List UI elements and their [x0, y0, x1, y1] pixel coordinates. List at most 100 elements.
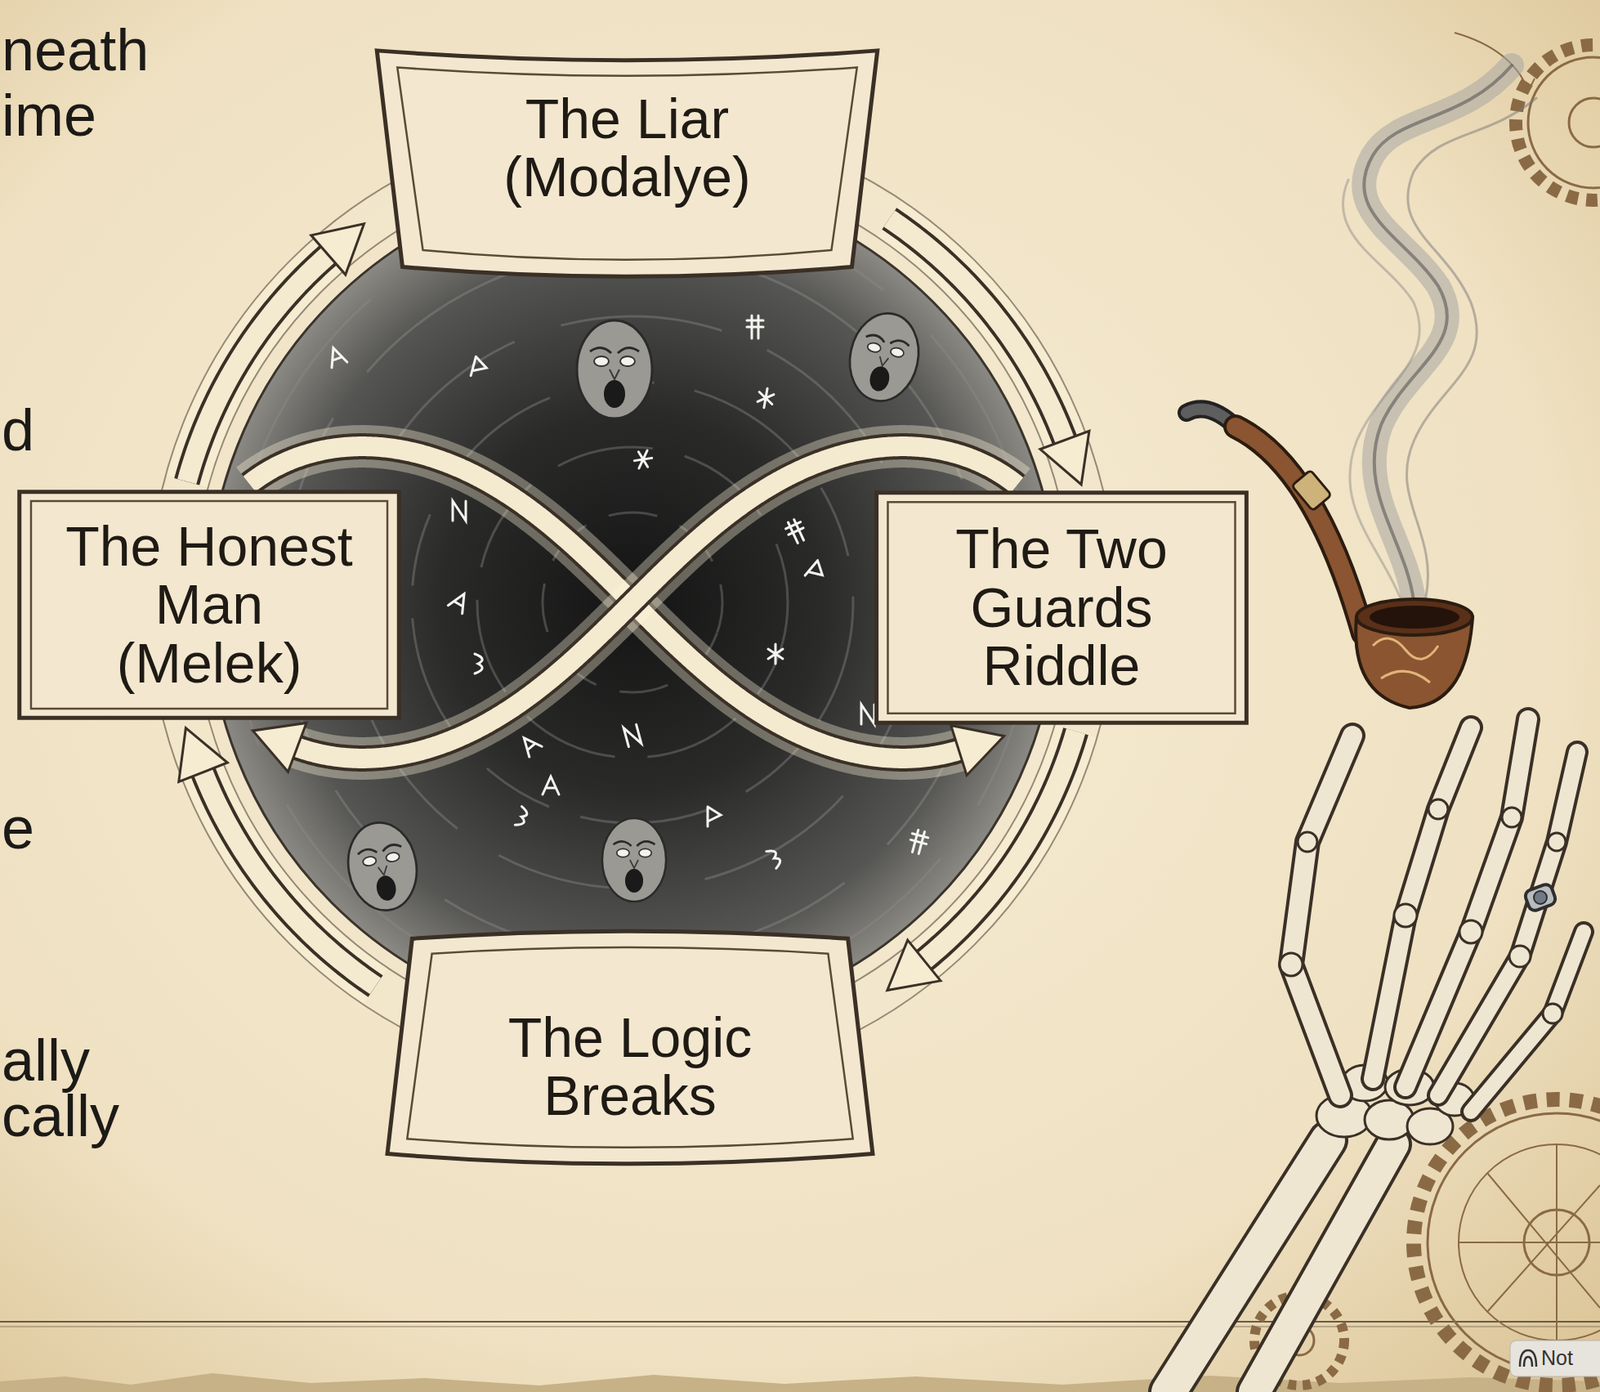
skeleton-hand: [1254, 1144, 1394, 1392]
skeleton-hand: [1279, 799, 1566, 1024]
rule-line: [0, 1326, 1600, 1328]
skeleton-hand: [1509, 945, 1531, 967]
tobacco-pipe: [1369, 605, 1460, 629]
skeleton-hand: [1524, 882, 1558, 912]
runes: [447, 589, 471, 614]
pipe-smoke: [1342, 179, 1420, 601]
pipe-smoke: [1363, 65, 1512, 601]
watermark: Not: [1541, 1347, 1574, 1368]
watermark-badge: [1510, 1340, 1600, 1377]
arrow-shaft: [889, 218, 1065, 443]
tobacco-pipe: [1372, 638, 1439, 683]
runes: [518, 732, 542, 757]
gear: [1427, 1112, 1600, 1372]
box-content: The Logic Breaks: [382, 923, 878, 1174]
cycle-stage-box: The Logic Breaks: [382, 923, 878, 1174]
runes: [804, 560, 828, 585]
watermark-badge: [1510, 1340, 1600, 1377]
pipe-smoke: [1363, 65, 1512, 601]
runes: [766, 847, 783, 868]
runes: [542, 776, 559, 795]
cut-off-text: d: [1, 400, 35, 460]
skeleton-hand: [1394, 903, 1417, 927]
box-inner-frame: [397, 67, 858, 260]
cut-off-text: cally: [1, 1086, 120, 1145]
skeleton-hand: [1297, 831, 1318, 852]
arrow-outline: [202, 770, 376, 987]
gear: [1515, 44, 1600, 201]
runes: [768, 643, 783, 664]
runes: [514, 806, 529, 828]
runes: [474, 653, 483, 674]
skeleton-hand: [1459, 920, 1483, 944]
stage-title: The Logic Breaks: [466, 1008, 794, 1126]
runes: [707, 806, 721, 827]
skeleton-hand: [1291, 735, 1353, 1095]
runes: [325, 344, 347, 368]
runes: [783, 517, 809, 546]
cycle-arrow: [889, 218, 1065, 443]
box-outline: [376, 50, 878, 277]
skeleton-hand: [1279, 952, 1303, 976]
box-outline: [19, 491, 400, 719]
box-content: The Liar (Modalye): [371, 45, 883, 287]
skeleton-hand: [1542, 1003, 1563, 1024]
skeleton-hand: [1501, 807, 1522, 827]
pipe-smoke: [1406, 98, 1537, 597]
rule-line: [0, 1320, 1600, 1323]
skeleton-hand: [1547, 832, 1566, 851]
gear: [1521, 78, 1535, 92]
tobacco-pipe: [1235, 426, 1364, 634]
tobacco-pipe: [1291, 469, 1332, 511]
runes: [470, 356, 489, 379]
box-outline: [876, 492, 1247, 723]
watermark-badge: [1519, 1349, 1537, 1367]
runes: [756, 387, 775, 410]
pipe-smoke: [1342, 65, 1537, 601]
gear: [1458, 1144, 1600, 1341]
runes: [746, 315, 764, 339]
skeleton-hand: [1254, 1144, 1394, 1392]
stage-title: The Two Guards Riddle: [926, 519, 1197, 695]
runes: [452, 500, 466, 521]
runes: [861, 704, 875, 725]
stage-title: The Liar (Modalye): [464, 89, 792, 207]
arrow-glow: [202, 770, 376, 987]
arrow-outline: [889, 218, 1065, 443]
cycle-stage-box: The Liar (Modalye): [371, 45, 883, 287]
box-outline: [387, 930, 873, 1164]
cut-off-text: ime: [1, 85, 97, 145]
runes: [632, 446, 654, 471]
gear: [1458, 1144, 1600, 1341]
faces: [602, 817, 666, 902]
torn-edge: [0, 1372, 1600, 1392]
box-content: The Two Guards Riddle: [872, 490, 1251, 725]
box-inner-frame: [887, 501, 1235, 713]
gear: [1528, 57, 1600, 188]
box-inner-frame: [31, 500, 388, 709]
skeleton-hand: [1438, 751, 1578, 1095]
skeleton-hand: [1291, 735, 1353, 1095]
skeleton-hand: [1438, 751, 1578, 1095]
skeleton-hand: [1470, 931, 1584, 1112]
cut-off-text: ally: [1, 1030, 90, 1090]
skeleton-hand: [1470, 931, 1584, 1112]
cut-off-text: e: [1, 798, 35, 858]
stage-title: The Honest Man (Melek): [60, 517, 358, 693]
faces: [341, 817, 424, 917]
tobacco-pipe: [1235, 426, 1364, 634]
skeleton-hand: [1533, 890, 1547, 904]
tobacco-pipe: [1356, 598, 1473, 635]
runes: [623, 724, 642, 747]
cycle-stage-box: The Two Guards Riddle: [872, 490, 1251, 725]
arrow-shaft: [202, 770, 376, 987]
skeleton-hand: [1168, 719, 1584, 1392]
gear: [1568, 98, 1600, 148]
arrow-glow: [889, 218, 1065, 443]
box-content: The Honest Man (Melek): [15, 489, 403, 720]
cycle-stage-box: The Honest Man (Melek): [15, 489, 403, 720]
